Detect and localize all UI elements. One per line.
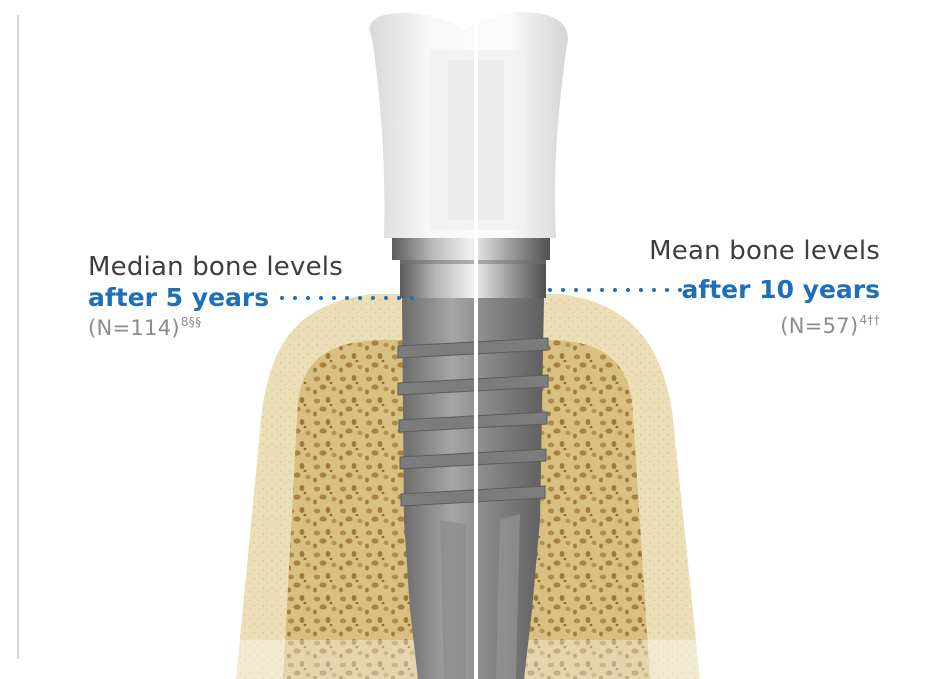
right-callout-title: Mean bone levels: [649, 238, 880, 264]
left-count-refs: 8§§: [181, 315, 202, 329]
crown: [370, 12, 568, 238]
left-count-value: (N=114): [88, 316, 180, 340]
center-divider: [474, 0, 478, 679]
right-callout-highlight: after 10 years: [681, 277, 880, 302]
left-callout-count: (N=114)8§§: [88, 318, 201, 339]
abutment-collar: [392, 238, 550, 298]
right-count-value: (N=57): [780, 314, 858, 338]
right-leader-line: [548, 288, 682, 292]
left-callout-title: Median bone levels: [88, 254, 343, 280]
left-callout-highlight: after 5 years: [88, 285, 269, 310]
implant-body: [398, 298, 548, 679]
right-count-refs: 4††: [859, 313, 880, 327]
right-callout-count: (N=57)4††: [780, 316, 880, 337]
